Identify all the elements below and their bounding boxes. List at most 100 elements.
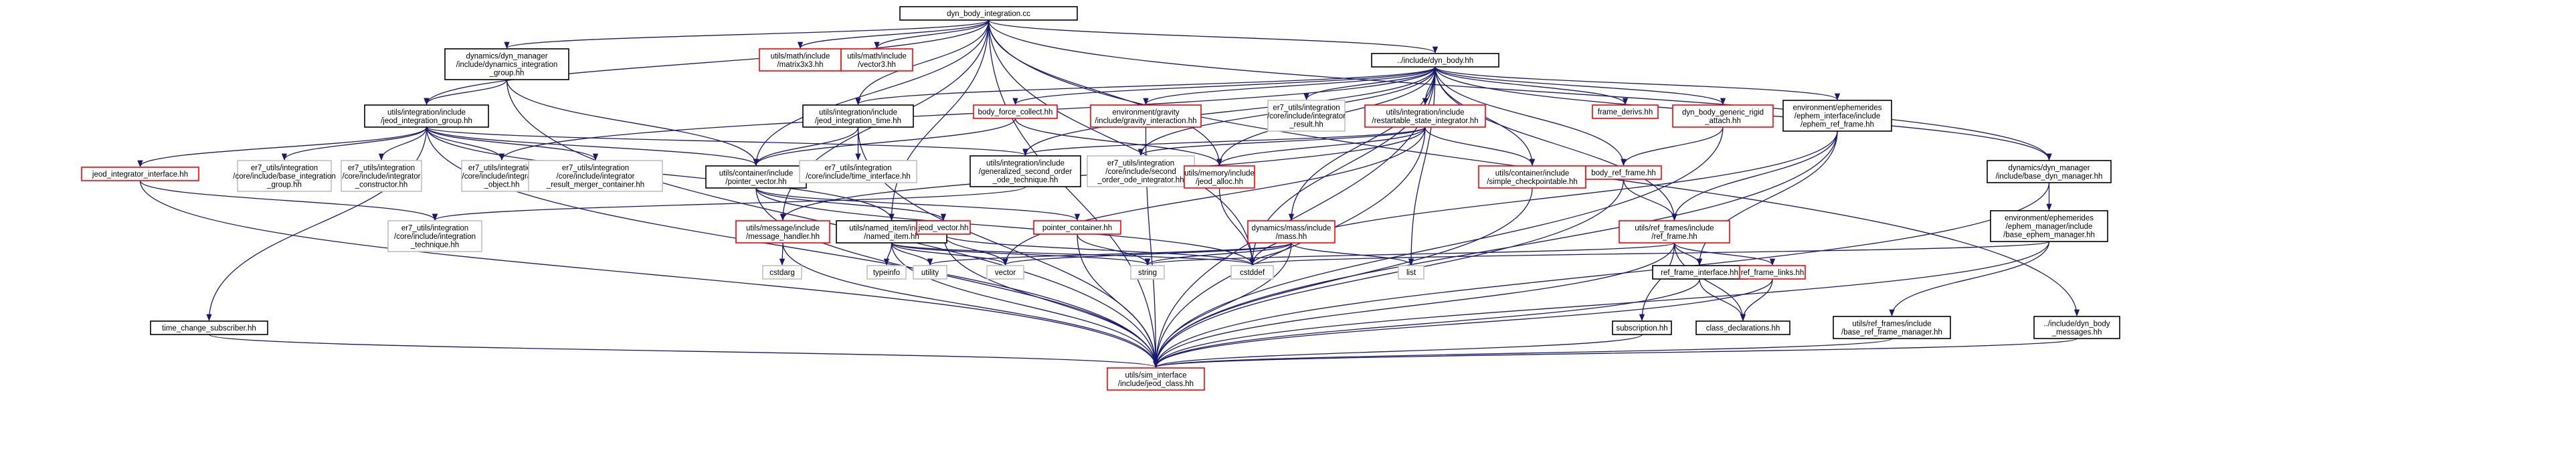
node-box (799, 160, 917, 183)
edge-mass-to-jeod_class (1153, 242, 1292, 369)
edge-dyn_body-to-mass (1288, 66, 1436, 221)
node-box (1990, 210, 2108, 242)
edge-root-to-named_item (889, 19, 990, 221)
node-pointer-vector[interactable]: utils/container/include/pointer_vector.h… (705, 165, 807, 189)
node-pointer-container[interactable]: pointer_container.hh (1033, 220, 1121, 235)
edge-root-to-jeod_alloc (988, 19, 1222, 167)
node-label-line: /ephem_ref_frame.hh (1801, 121, 1874, 129)
edge-dyn_body-to-frame_derivs (1435, 66, 1629, 106)
node-label-line: er7_utils/integration (468, 165, 535, 173)
node-cstddef: cstddef (1230, 265, 1274, 280)
node-label-line: utils/sim_interface (1125, 371, 1186, 379)
node-dyn-body-messages[interactable]: ../include/dyn_body_messages.hh (2033, 316, 2120, 339)
node-label-line: utils/container/include (1495, 169, 1570, 177)
node-label-line: _ode_technique.hh (992, 177, 1059, 185)
edge-pointer_vector-to-jeod_vector (755, 187, 947, 221)
node-gravity-interaction[interactable]: environment/gravity/include/gravity_inte… (1090, 104, 1202, 128)
edge-named_item-to-jeod_class (891, 242, 1159, 369)
node-label-line: /core/include/integrator (1267, 112, 1346, 120)
node-simple-checkpointable[interactable]: utils/container/include/simple_checkpoin… (1478, 165, 1586, 189)
node-label-line: er7_utils/integration (348, 165, 415, 173)
node-label-line: /vector3.hh (858, 61, 896, 69)
node-time-change-subscriber[interactable]: time_change_subscriber.hh (150, 320, 268, 335)
node-box (916, 220, 971, 235)
node-jeod-integrator-interface[interactable]: jeod_integrator_interface.hh (81, 167, 199, 181)
edge-body_ref_frame-to-ref_frame (1623, 179, 1677, 221)
node-label-line: /ephem_interface/include (1795, 112, 1881, 120)
node-jeod-alloc[interactable]: utils/memory/include/jeod_alloc.hh (1184, 165, 1255, 189)
edge-ref_frame_links-to-class_declarations (1740, 278, 1773, 322)
node-dyn-body-generic[interactable]: dyn_body_generic_rigid_attach.hh (1672, 104, 1774, 128)
node-frame-derivs[interactable]: frame_derivs.hh (1592, 104, 1659, 119)
node-label-line: list (1406, 269, 1416, 277)
node-jeod-int-group[interactable]: utils/integration/include/jeod_integrati… (364, 104, 489, 128)
node-er7-integration-technique: er7_utils/integration/core/include/integ… (387, 220, 482, 252)
node-label-line: /include/jeod_class.hh (1118, 380, 1194, 388)
node-label-line: jeod_vector.hh (918, 224, 969, 232)
node-label-line: utils/named_item/include (849, 224, 934, 232)
edge-body_force_collect-to-jeod_alloc (1014, 118, 1222, 167)
node-label-line: ref_frame_interface.hh (1661, 269, 1738, 277)
edge-jeod_int_group-to-pointer_vector (426, 126, 759, 167)
node-label-line: /jeod_alloc.hh (1196, 178, 1243, 186)
node-body-ref-frame[interactable]: body_ref_frame.hh (1585, 165, 1662, 180)
node-box (866, 265, 907, 280)
edge-dyn_int_group-to-jeod_class (506, 79, 1159, 369)
edge-jeod_int_group-to-er7_merger_container (426, 126, 599, 161)
node-label-line: utils/ref_frames/include (1852, 320, 1931, 328)
node-vector3[interactable]: utils/math/include/vector3.hh (840, 48, 913, 72)
node-generalized-second-order[interactable]: utils/integration/include/generalized_se… (970, 155, 1081, 187)
node-label-line: utils/memory/include (1184, 169, 1255, 177)
node-base-dyn-manager[interactable]: dynamics/dyn_manager/include/base_dyn_ma… (1987, 160, 2112, 183)
node-matrix3x3[interactable]: utils/math/include/matrix3x3.hh (759, 48, 842, 72)
edge-root-to-dyn_body (988, 19, 1438, 54)
node-restartable-state[interactable]: utils/integration/include/restartable_st… (1364, 104, 1486, 128)
edge-dyn_body_generic-to-body_ref_frame (1621, 126, 1724, 167)
file-nodes: dyn_body_integration.ccdynamics/dyn_mana… (81, 6, 2120, 391)
node-label-line: /ref_frame.hh (1651, 233, 1697, 241)
node-label-line: /pointer_vector.hh (725, 178, 786, 186)
edge-restartable_state-to-jeod_alloc (1216, 126, 1426, 167)
node-subscription[interactable]: subscription.hh (1612, 320, 1672, 335)
node-ref-frame[interactable]: utils/ref_frames/include/ref_frame.hh (1619, 220, 1730, 244)
node-label-line: class_declarations.hh (1706, 324, 1780, 333)
node-label-line: string (1138, 269, 1157, 277)
node-ref-frame-interface[interactable]: ref_frame_interface.hh (1652, 265, 1747, 280)
node-ephem-ref-frame[interactable]: environment/ephemerides/ephem_interface/… (1782, 100, 1892, 132)
node-base-ref-frame-manager[interactable]: utils/ref_frames/include/base_ref_frame_… (1833, 316, 1951, 339)
node-jeod-class[interactable]: utils/sim_interface/include/jeod_class.h… (1107, 367, 1205, 391)
node-dyn-int-group[interactable]: dynamics/dyn_manager/include/dynamics_in… (444, 48, 569, 80)
edge-root-to-jeod_int_time (855, 19, 990, 106)
node-label-line: subscription.hh (1616, 324, 1667, 333)
node-ref-frame-links[interactable]: ref_frame_links.hh (1739, 265, 1806, 280)
edge-root-to-base_dyn_manager (988, 19, 2052, 161)
node-label-line: /core/include/second (1105, 168, 1176, 176)
node-box (1592, 104, 1659, 119)
node-jeod-int-time[interactable]: utils/integration/include/jeod_integrati… (802, 104, 914, 128)
node-label-line: utils/integration/include (387, 108, 466, 116)
node-mass[interactable]: dynamics/mass/include/mass.hh (1247, 220, 1336, 244)
node-class-declarations[interactable]: class_declarations.hh (1695, 320, 1790, 335)
node-base-ephem-manager[interactable]: environment/ephemerides/ephem_manager/in… (1990, 210, 2108, 242)
node-box (913, 265, 947, 280)
node-box (364, 104, 489, 128)
node-body-force-collect[interactable]: body_force_collect.hh (973, 104, 1058, 119)
node-er7-second-order-ode: er7_utils/integration/core/include/secon… (1087, 155, 1195, 187)
node-message-handler[interactable]: utils/message/include/message_handler.hh (735, 220, 830, 244)
node-label-line: jeod_integrator_interface.hh (92, 171, 188, 179)
node-list: list (1398, 265, 1424, 280)
node-box (899, 6, 1078, 21)
node-label-line: cstdarg (769, 269, 795, 277)
node-jeod-vector[interactable]: jeod_vector.hh (916, 220, 971, 235)
edge-mass-to-cstddef (1249, 242, 1292, 266)
node-dyn-body[interactable]: ../include/dyn_body.hh (1371, 53, 1499, 68)
node-label-line: /named_item.hh (864, 233, 919, 241)
node-label-line: /core/include/base_integration (233, 173, 335, 181)
node-er7-base-int-group: er7_utils/integration/core/include/base_… (233, 160, 336, 192)
edge-dyn_body-to-ref_frame (1435, 66, 1677, 221)
edge-ref_frame-to-jeod_class (1153, 242, 1675, 369)
node-label-line: _object.hh (483, 181, 519, 189)
node-box (1585, 165, 1662, 180)
edge-dyn_body-to-er7_integrator_result (1303, 66, 1436, 101)
edge-named_item-to-string (891, 242, 1150, 266)
